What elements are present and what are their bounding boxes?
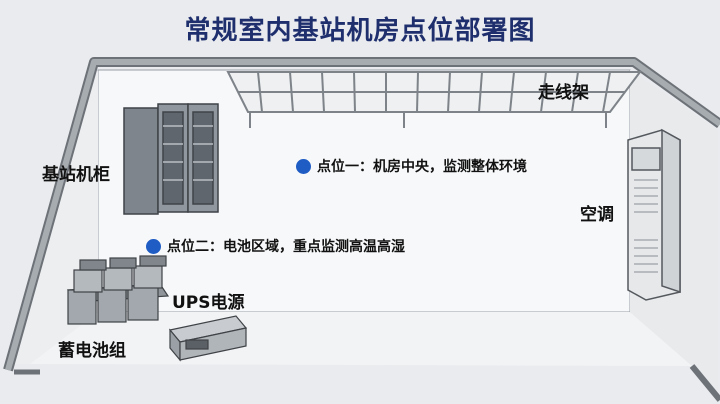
cabinets	[123, 103, 219, 215]
label-cable-tray: 走线架	[538, 83, 589, 103]
point-2-marker-icon	[146, 238, 161, 254]
label-battery: 蓄电池组	[58, 341, 126, 361]
battery-bank	[66, 255, 170, 325]
monitor-point-2: 点位二：电池区域，重点监测高温高湿	[146, 236, 405, 256]
cable-tray	[226, 71, 642, 128]
point-1-text: 点位一：机房中央，监测整体环境	[317, 159, 527, 175]
monitor-point-1: 点位一：机房中央，监测整体环境	[296, 156, 527, 176]
diagram-title: 常规室内基站机房点位部署图	[184, 16, 536, 46]
label-aircon: 空调	[580, 205, 614, 225]
point-2-text: 点位二：电池区域，重点监测高温高湿	[167, 239, 405, 255]
label-ups: UPS电源	[172, 293, 245, 313]
air-conditioner	[627, 128, 681, 301]
label-cabinet: 基站机柜	[42, 165, 110, 185]
ups-unit	[168, 315, 248, 362]
point-1-marker-icon	[296, 158, 311, 174]
